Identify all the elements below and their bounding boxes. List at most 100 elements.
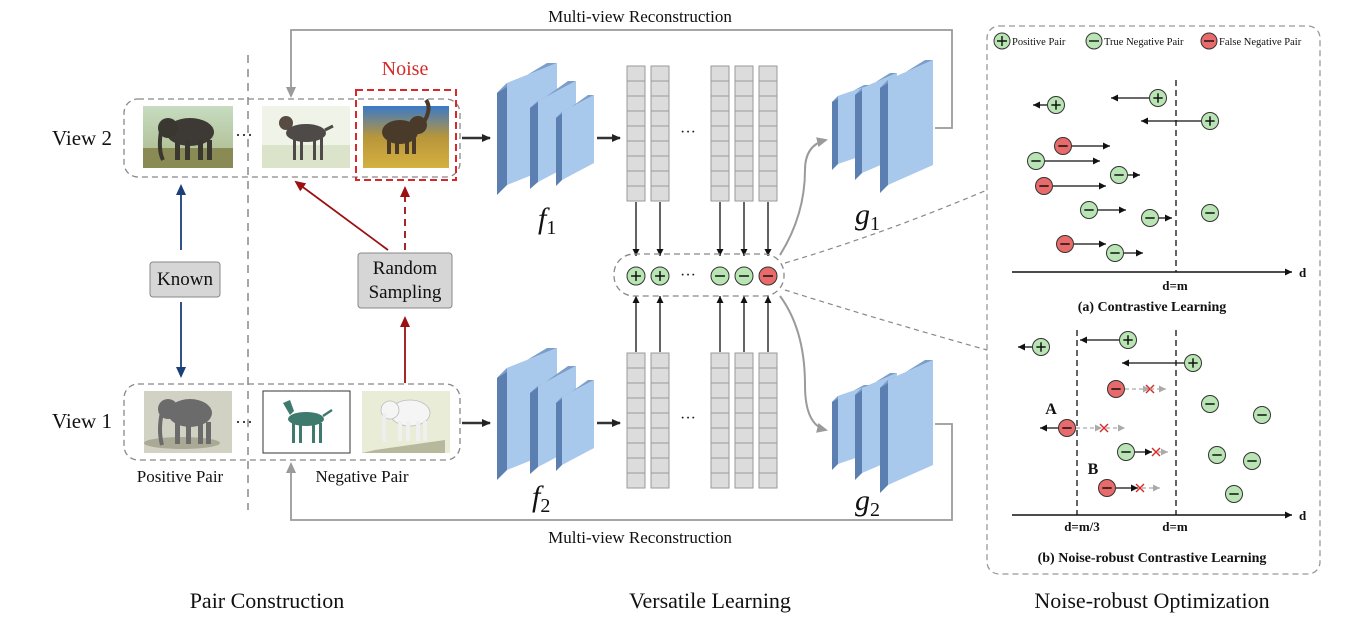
cross-stroke: [1099, 423, 1109, 433]
feature-cell: [626, 412, 646, 429]
feature-bottom-ellipsis: ···: [680, 410, 696, 427]
legend-true-negative-label: True Negative Pair: [1104, 37, 1184, 48]
true-negative-icon: [1110, 166, 1128, 184]
feature-cell: [734, 352, 754, 369]
random-label-line1: Random: [373, 258, 438, 279]
feature-cell: [734, 397, 754, 414]
feature-cell: [758, 442, 778, 459]
true-negative-icon: [1117, 443, 1135, 461]
feature-cell: [710, 412, 730, 429]
feature-column: [710, 352, 730, 489]
feature-cell: [650, 80, 670, 97]
zoom-line-bottom: [784, 289, 988, 351]
feature-cell: [758, 367, 778, 384]
feature-cell: [734, 457, 754, 474]
feature-column: [710, 65, 730, 202]
true-negative-icon: [1225, 485, 1243, 503]
feature-cell: [758, 65, 778, 82]
false-negative-icon: [1035, 177, 1053, 195]
view2-feature-columns: [626, 65, 778, 202]
panel-b-axis-label: d: [1299, 508, 1307, 523]
feature-top-ellipsis: ···: [680, 124, 696, 141]
feature-cell: [734, 95, 754, 112]
feature-cell: [710, 457, 730, 474]
cross-stroke: [1135, 483, 1145, 493]
feature-cell: [758, 155, 778, 172]
feature-cell: [710, 397, 730, 414]
false-negative-icon: [1058, 419, 1076, 437]
panel-a-threshold-label: d=m: [1162, 278, 1188, 293]
feature-cell: [650, 170, 670, 187]
feature-cell: [734, 367, 754, 384]
view1-label: View 1: [52, 409, 112, 433]
feature-cell: [710, 185, 730, 202]
true-negative-icon: [1243, 452, 1261, 470]
feature-cell: [650, 352, 670, 369]
reconstruction-top-loop: [286, 29, 953, 129]
feature-cell: [758, 125, 778, 142]
white-elephant-3d-model-image: [362, 391, 450, 453]
decoder-g2: [832, 360, 933, 493]
feature-cell: [734, 442, 754, 459]
true-negative-icon: [1208, 446, 1226, 464]
encoder-f2: [497, 348, 594, 480]
point-a-label: A: [1045, 401, 1057, 418]
cross-stroke: [1151, 447, 1161, 457]
true-negative-icon: [1253, 406, 1271, 424]
feature-cell: [626, 125, 646, 142]
feature-cell: [734, 155, 754, 172]
feature-cell: [710, 65, 730, 82]
feature-cell: [758, 80, 778, 97]
view2-ellipsis: ···: [235, 125, 253, 145]
panel-b-caption: (b) Noise-robust Contrastive Learning: [1038, 551, 1267, 566]
feature-cell: [650, 65, 670, 82]
feature-cell: [734, 412, 754, 429]
noise-robust-container: [986, 25, 1321, 575]
feature-cell: [650, 427, 670, 444]
feature-cell: [626, 442, 646, 459]
feature-column: [734, 352, 754, 489]
true-negative-icon: [734, 266, 754, 286]
versatile-learning-title: Versatile Learning: [629, 588, 791, 613]
noise-label: Noise: [382, 58, 429, 80]
feature-cell: [710, 427, 730, 444]
feature-cell: [734, 427, 754, 444]
feature-cell: [626, 170, 646, 187]
false-negative-icon: [1054, 137, 1072, 155]
noisy-elephant-photo-image: [363, 98, 449, 168]
false-negative-icon: [758, 266, 778, 286]
view1-ellipsis: ···: [235, 412, 253, 432]
positive-pair-icon: [1149, 89, 1167, 107]
feature-cell: [710, 140, 730, 157]
feature-cell: [626, 352, 646, 369]
feature-cell: [734, 65, 754, 82]
f2-label: f2: [532, 480, 550, 517]
zoom-line-top: [784, 189, 988, 264]
feature-cell: [650, 125, 670, 142]
feature-cell: [650, 110, 670, 127]
panel-a-caption: (a) Contrastive Learning: [1078, 300, 1227, 315]
feature-cell: [734, 185, 754, 202]
point-b-label: B: [1088, 461, 1099, 478]
feature-column: [626, 65, 646, 202]
view1-container: [123, 383, 461, 461]
feature-cell: [650, 412, 670, 429]
legend: Positive Pair True Negative Pair False N…: [993, 32, 1302, 50]
feature-cell: [758, 170, 778, 187]
feature-cell: [626, 185, 646, 202]
cross-icon: [1151, 447, 1161, 457]
to-g2-arrow: [779, 295, 828, 433]
legend-positive-label: Positive Pair: [1012, 37, 1066, 48]
true-negative-icon: [1080, 201, 1098, 219]
feature-cell: [710, 80, 730, 97]
to-g1-arrow: [779, 137, 828, 256]
true-negative-icon: [1027, 152, 1045, 170]
feature-cell: [650, 457, 670, 474]
feature-cell: [626, 382, 646, 399]
view2-label: View 2: [52, 126, 112, 150]
true-negative-icon: [1201, 395, 1219, 413]
feature-cell: [626, 367, 646, 384]
recon-top-label: Multi-view Reconstruction: [548, 7, 732, 26]
feature-cell: [734, 80, 754, 97]
